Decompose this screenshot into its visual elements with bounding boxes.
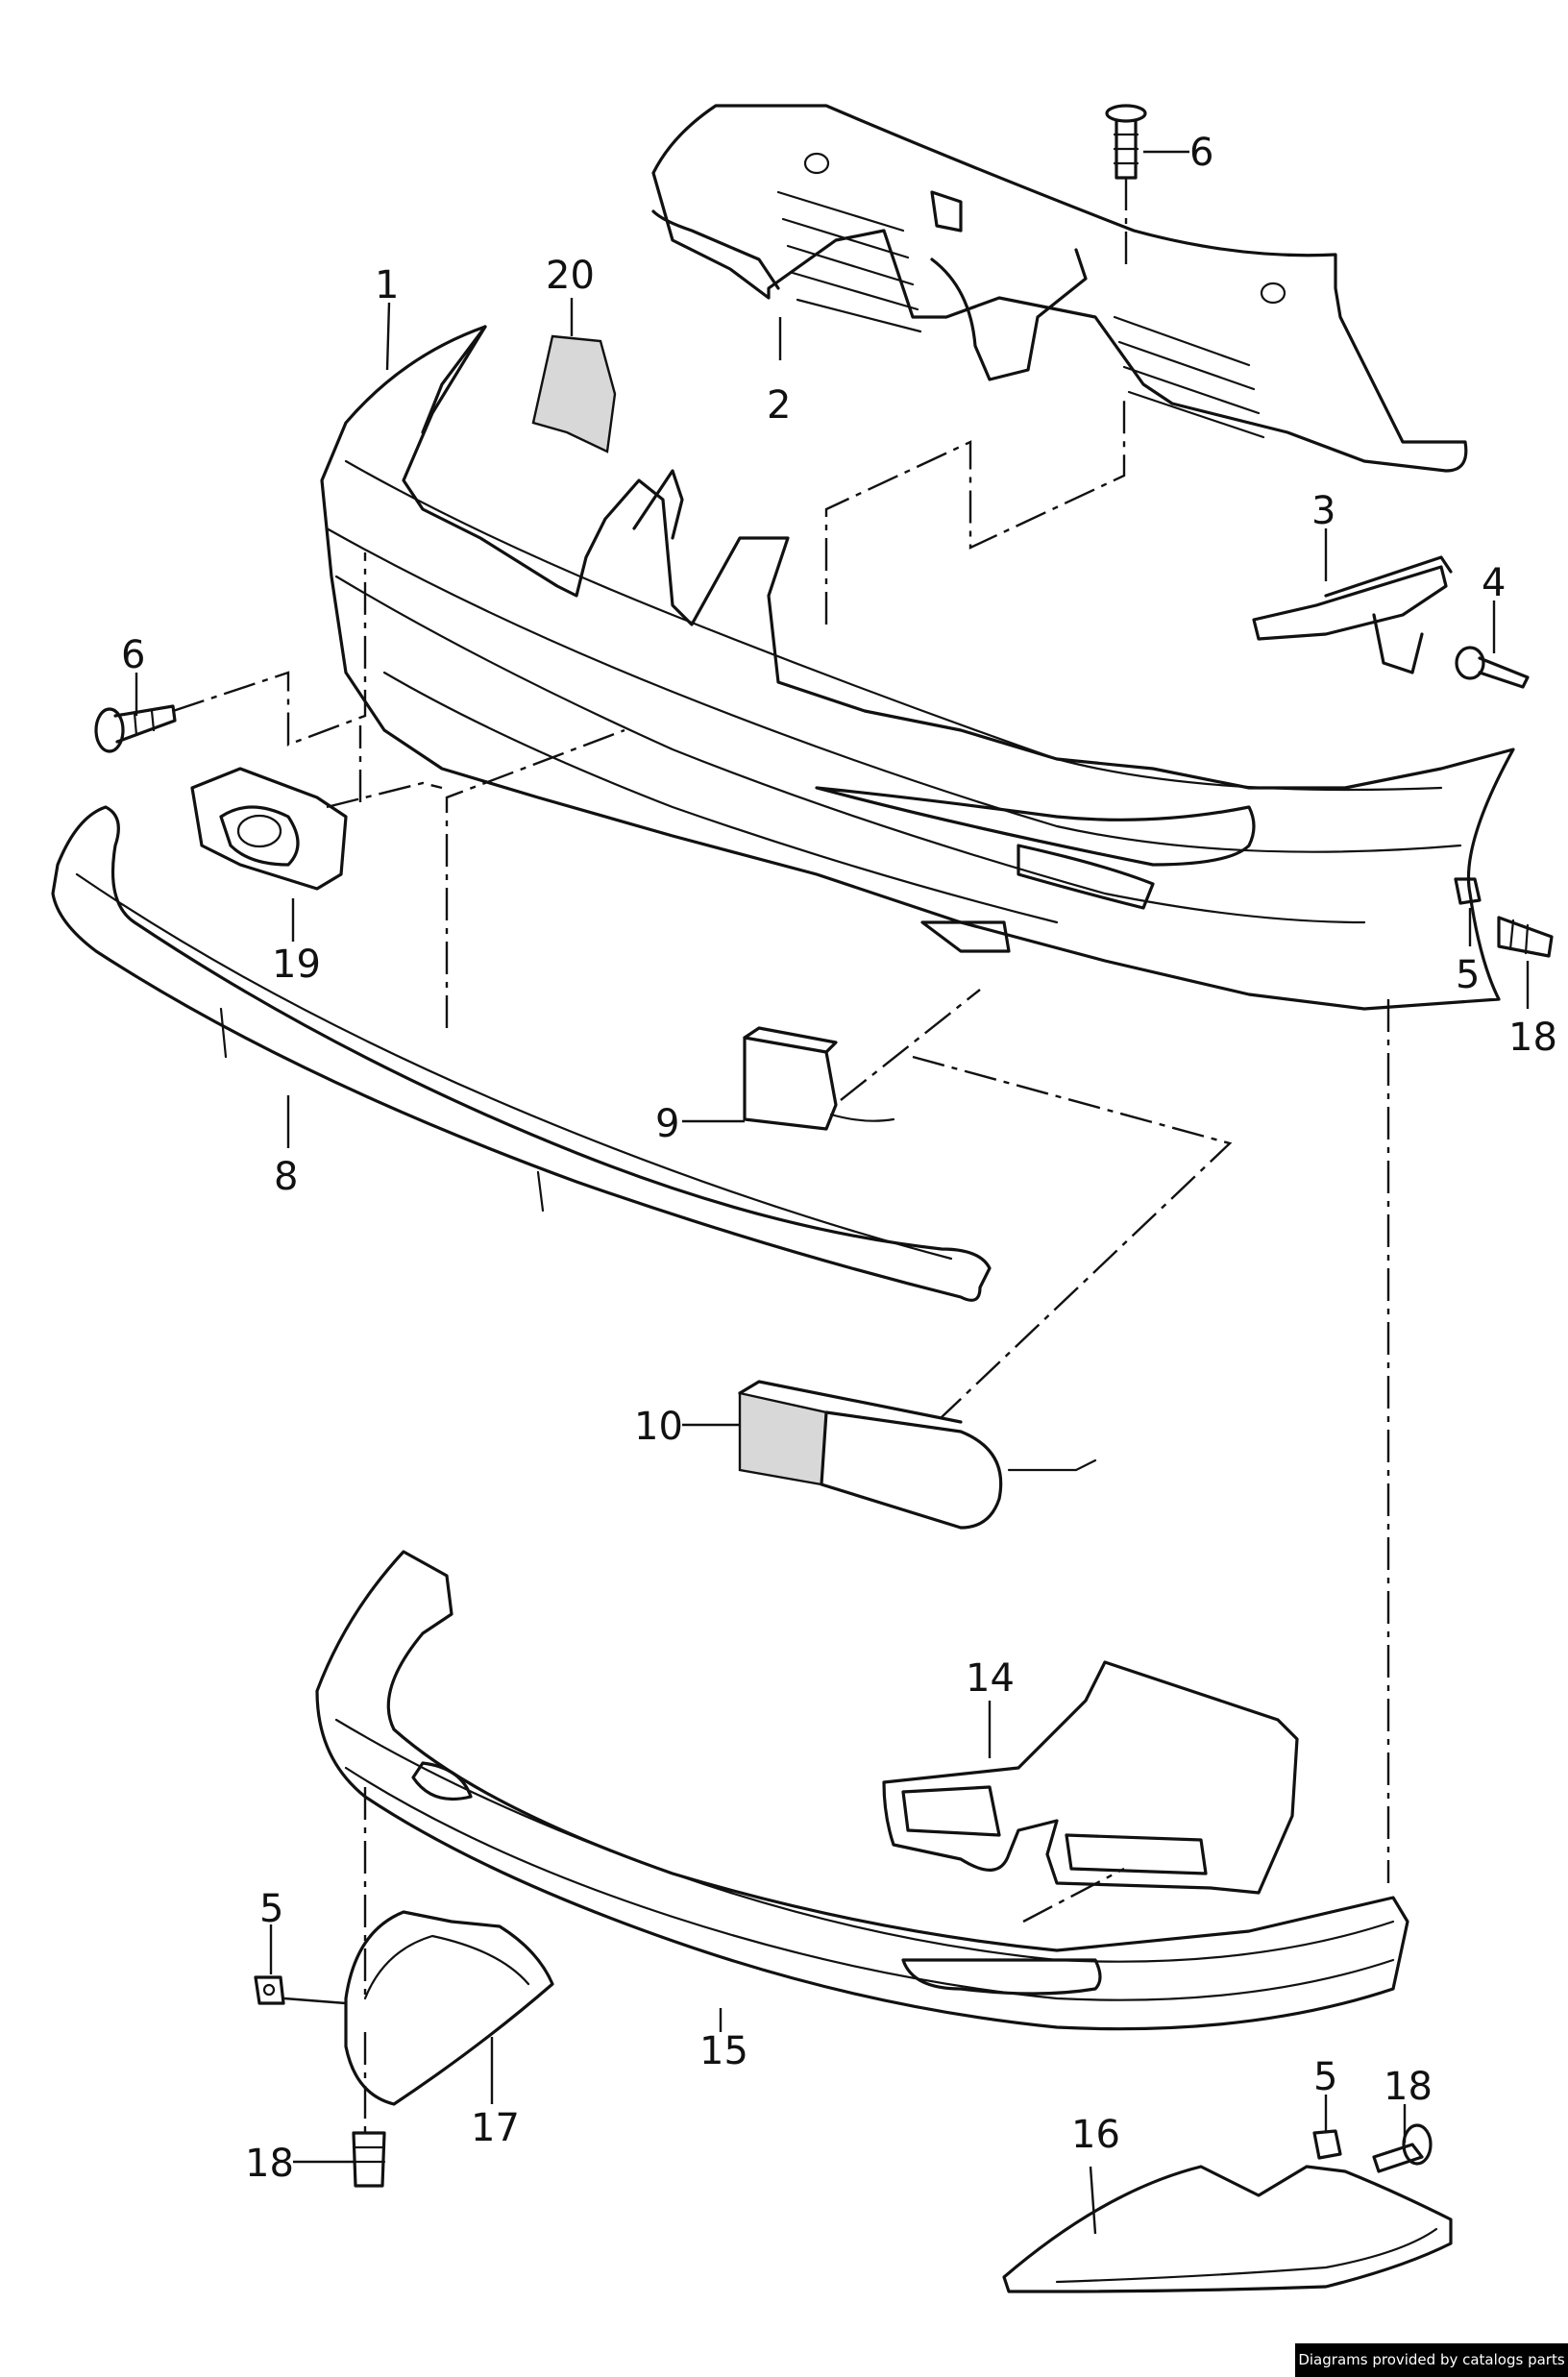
label-20: 20: [546, 254, 595, 298]
label-18-right: 18: [1508, 1016, 1557, 1060]
part-20-pad: [531, 334, 617, 453]
part-17-left-deflector: [344, 1910, 554, 2106]
part-5-clip-right: [1454, 877, 1482, 905]
label-15: 15: [699, 2029, 748, 2073]
label-19: 19: [272, 943, 321, 987]
assembly-lines: [172, 178, 1390, 2138]
label-18-left: 18: [245, 2142, 294, 2186]
part-3-bracket: [1252, 555, 1453, 674]
callout-labels: 1 20 2 6 3 4 6 19 5 18 8 9 10 14 15 16 1…: [121, 131, 1557, 2186]
footer-attribution: Diagrams provided by catalogs parts: [1295, 2343, 1568, 2377]
label-3: 3: [1311, 489, 1335, 533]
label-9: 9: [655, 1102, 679, 1146]
part-8-trim-strip: [51, 805, 992, 1302]
part-18-bolt-left: [352, 2131, 386, 2188]
part-14-air-duct: [882, 1660, 1299, 1895]
part-15-lower-spoiler: [315, 1550, 1409, 2031]
part-5-clip-bottom-right: [1312, 2129, 1342, 2160]
label-16: 16: [1071, 2113, 1120, 2157]
leader-lines: [135, 150, 1530, 2235]
part-18-bolt-right: [1497, 916, 1554, 958]
part-19-fog-housing: [190, 767, 348, 891]
label-6-left: 6: [121, 633, 145, 677]
label-18-bottom-right: 18: [1384, 2065, 1433, 2109]
label-10: 10: [634, 1405, 683, 1449]
part-5-clip-left: [254, 1975, 285, 2005]
part-4-clip: [1455, 646, 1530, 689]
part-10-turn-signal: [738, 1380, 1097, 1530]
label-2: 2: [767, 383, 791, 428]
label-14: 14: [966, 1656, 1015, 1701]
part-2-radiator-grille: [651, 104, 1468, 473]
part-18-bolt-bottom-right: [1372, 2123, 1433, 2173]
label-4: 4: [1482, 561, 1506, 605]
part-6-screw-left: [94, 704, 177, 753]
label-17: 17: [471, 2106, 520, 2150]
label-5-bottom-right: 5: [1313, 2055, 1337, 2099]
part-6-screw-top: [1105, 104, 1147, 180]
label-5-left: 5: [259, 1887, 283, 1931]
label-8: 8: [274, 1155, 298, 1199]
label-5-right: 5: [1456, 953, 1480, 997]
part-9-fog-light: [743, 1026, 895, 1131]
part-1-bumper-cover: [320, 325, 1515, 1011]
label-1: 1: [375, 263, 399, 307]
part-16-right-deflector: [1002, 2165, 1453, 2293]
label-6-top: 6: [1189, 131, 1213, 175]
